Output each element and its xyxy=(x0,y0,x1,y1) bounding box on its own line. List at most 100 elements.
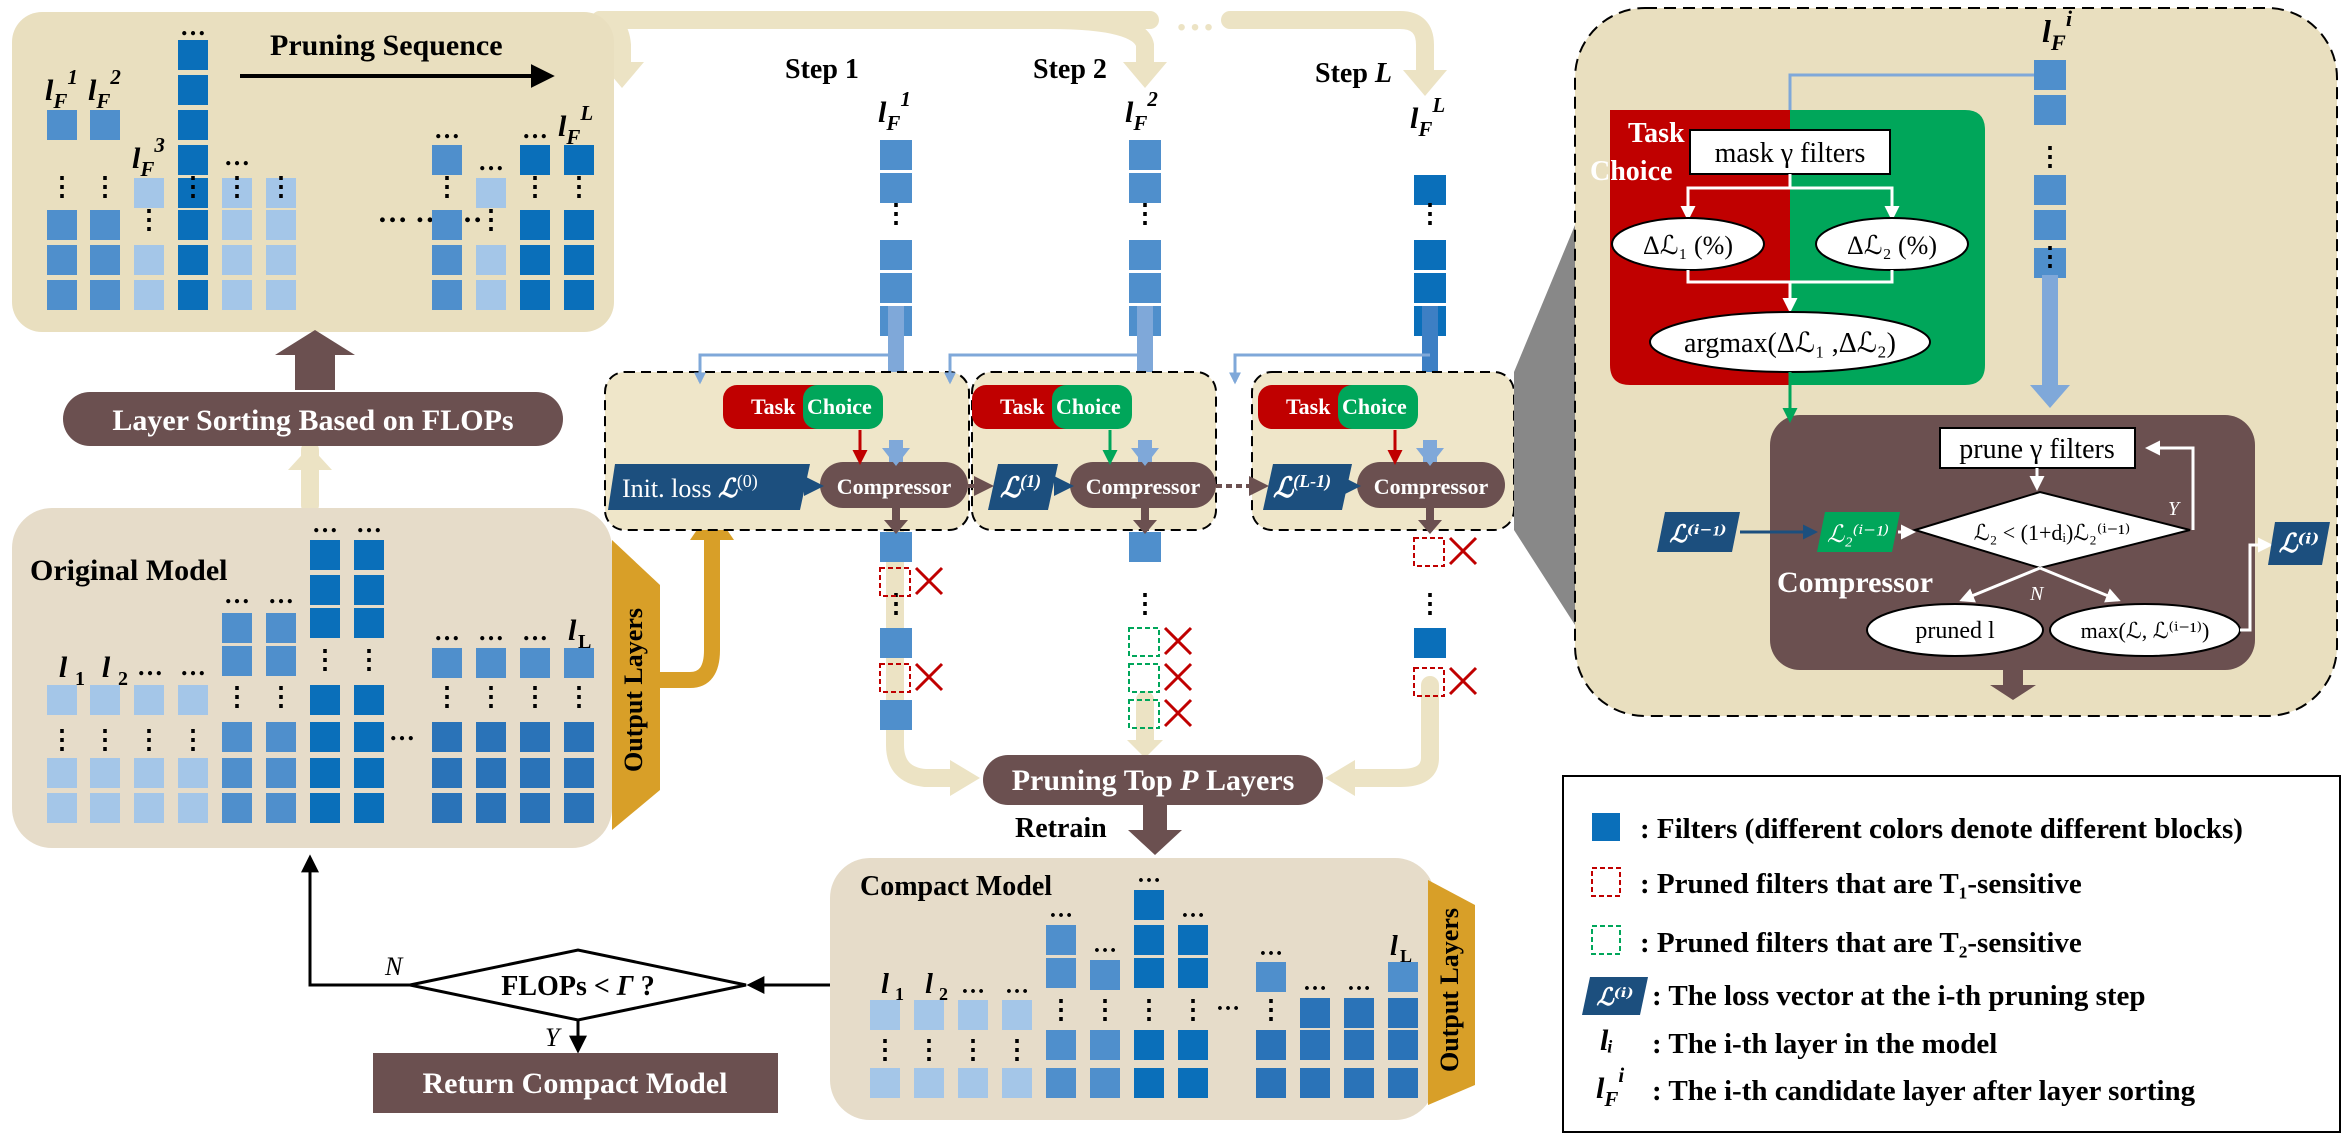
filter-square xyxy=(914,1068,944,1098)
filter-square xyxy=(178,758,208,788)
filter-square xyxy=(432,722,462,752)
retrain-arrow xyxy=(1128,805,1182,855)
li-label: ℒ⁽ⁱ⁾ xyxy=(2279,529,2319,558)
filter-square xyxy=(266,722,296,752)
filter-square xyxy=(870,1068,900,1098)
legend-item-1: : Pruned filters that are T₁-sensitive xyxy=(1640,868,2082,900)
mask-label: mask γ filters xyxy=(1715,138,1866,169)
vertical-ellipsis: ⋮ xyxy=(478,205,504,234)
compact-l1: l xyxy=(881,969,889,1000)
vertical-ellipsis: ⋮ xyxy=(522,682,548,711)
filter-square xyxy=(310,722,340,752)
vertical-ellipsis: ⋮ xyxy=(49,725,75,754)
sorting-box xyxy=(63,392,563,446)
filter-square xyxy=(880,140,912,170)
filter-square xyxy=(1129,273,1161,303)
orig-ellipsis: … xyxy=(137,652,163,681)
vertical-ellipsis: ⋮ xyxy=(1132,589,1158,618)
filter-square xyxy=(310,685,340,715)
filter-square xyxy=(222,245,252,275)
compact-l2: l xyxy=(925,969,933,1000)
filter-square xyxy=(1344,1030,1374,1060)
legend-item-5: : The i-th candidate layer after layer s… xyxy=(1652,1075,2196,1107)
vertical-ellipsis: ⋮ xyxy=(434,682,460,711)
filter-square xyxy=(90,685,120,715)
filter-square xyxy=(1129,140,1161,170)
compact-ellipsis: … xyxy=(1347,970,1371,996)
compact-output-label: Output Layers xyxy=(1435,908,1464,1072)
filter-square xyxy=(432,280,462,310)
layer-label: lF2 xyxy=(1125,87,1158,135)
l2prev-tag xyxy=(1817,512,1900,552)
detail-no: N xyxy=(2029,583,2045,605)
out-arrowhead xyxy=(1133,520,1157,534)
sorting-label: Layer Sorting Based on FLOPs xyxy=(112,404,513,437)
decision-label: FLOPs < Γ ? xyxy=(501,971,654,1002)
compact-ellipsis: … xyxy=(961,973,985,999)
layer-label: lF2 xyxy=(88,65,121,113)
filter-square xyxy=(1090,960,1120,990)
filter-square xyxy=(266,210,296,240)
filter-square xyxy=(476,280,506,310)
filter-square xyxy=(90,210,120,240)
pruned-filter xyxy=(1413,537,1445,567)
filter-square xyxy=(222,758,252,788)
compact-ellipsis: … xyxy=(1303,970,1327,996)
seq-ellipsis: … xyxy=(180,12,206,41)
vertical-ellipsis: ⋮ xyxy=(92,725,118,754)
choice-label: Choice xyxy=(1342,394,1407,419)
filter-square xyxy=(134,793,164,823)
vertical-ellipsis: ⋮ xyxy=(960,1035,986,1064)
filter-square xyxy=(870,1000,900,1030)
layer-l1-sub: 1 xyxy=(75,668,85,690)
orig-ellipsis: … xyxy=(356,509,382,538)
filter-square xyxy=(266,646,296,676)
filter-square xyxy=(90,758,120,788)
filter-square xyxy=(1046,1030,1076,1060)
detail-task-label: Task xyxy=(1628,118,1685,149)
filter-square xyxy=(1129,240,1161,270)
compressor-label: Compressor xyxy=(837,474,952,499)
filter-square xyxy=(310,793,340,823)
orig-ellipsis: … xyxy=(522,617,548,646)
choice-label: Choice xyxy=(1056,394,1121,419)
seq-ellipsis: … xyxy=(434,115,460,144)
filter-square xyxy=(564,280,594,310)
yes-loop xyxy=(2145,440,2195,530)
filter-square xyxy=(2034,60,2066,90)
original-model-title: Original Model xyxy=(30,554,228,587)
filter-square xyxy=(1178,925,1208,955)
filter-square xyxy=(47,280,77,310)
vertical-ellipsis: ⋮ xyxy=(1048,995,1074,1024)
loss-l-tag xyxy=(1263,464,1352,510)
max-to-out xyxy=(2240,537,2273,632)
vertical-ellipsis: ⋮ xyxy=(566,682,592,711)
filter-square xyxy=(47,210,77,240)
filter-square xyxy=(178,280,208,310)
filter-square xyxy=(1388,1030,1418,1060)
compact-l2-sub: 2 xyxy=(939,984,948,1004)
pruned-filter xyxy=(879,567,911,597)
cross-mark xyxy=(1163,662,1193,692)
compressor-block xyxy=(1070,462,1216,508)
filter-square xyxy=(310,575,340,605)
filter-square xyxy=(178,178,208,208)
argmax-label: argmax(Δℒ₁ ,Δℒ₂) xyxy=(1684,328,1896,359)
prune-top-label: Pruning Top P Layers xyxy=(1012,764,1295,797)
layer-l2-sub: 2 xyxy=(118,668,128,690)
layer-lL: l xyxy=(568,614,577,647)
compact-ellipsis: … xyxy=(1137,862,1161,888)
seq-ellipsis: … xyxy=(224,142,250,171)
filter-square xyxy=(1134,958,1164,988)
filter-square xyxy=(564,793,594,823)
filter-square xyxy=(520,793,550,823)
filter-square xyxy=(564,648,594,678)
step-2-label: Step 2 xyxy=(1033,54,1107,85)
layer-label: lFL xyxy=(1410,93,1445,141)
flow-ellipsis: … xyxy=(1175,0,1215,39)
zoom-connector xyxy=(1514,225,1575,625)
compact-ellipsis: … xyxy=(1216,990,1240,1016)
